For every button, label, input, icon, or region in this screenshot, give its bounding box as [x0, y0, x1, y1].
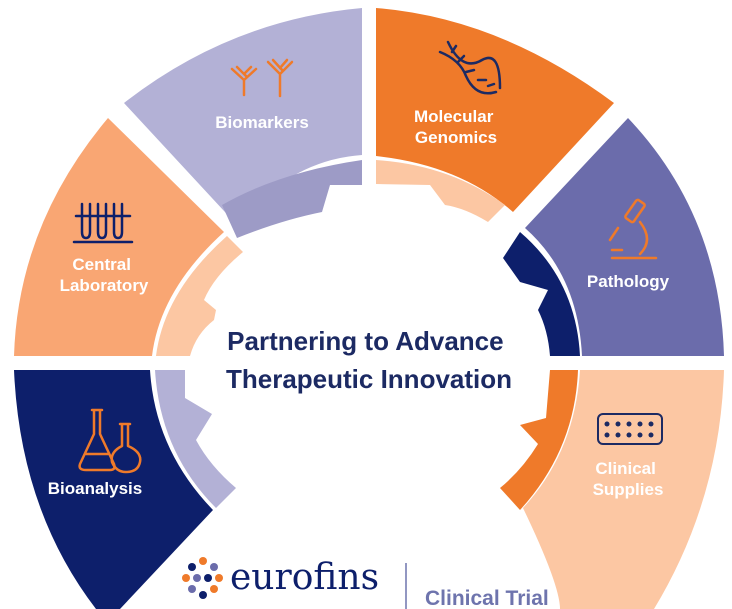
segment-label: Central Laboratory [60, 255, 149, 295]
segment-molecular-genomics-band [376, 8, 614, 212]
segment-central-laboratory: Central Laboratory [14, 118, 243, 356]
segment-central-laboratory-inner [156, 236, 243, 356]
segment-label: Pathology [587, 272, 670, 291]
flasks-icon [78, 408, 142, 474]
brand-name: eurofins [230, 557, 379, 598]
segment-label: Molecular Genomics [414, 107, 498, 147]
segment-label: Clinical Supplies [593, 459, 664, 499]
segment-label-line: Laboratory [60, 276, 149, 295]
antibody-icon [230, 58, 294, 98]
segment-label: Biomarkers [215, 113, 309, 132]
dna-icon [438, 40, 502, 95]
eurofins-dots-logo [182, 557, 223, 599]
test-tubes-icon [72, 202, 134, 244]
segment-label: Bioanalysis [48, 479, 143, 498]
segment-pathology-band [525, 118, 724, 356]
center-title-line-1: Partnering to Advance [227, 326, 503, 356]
segment-label-line: Genomics [415, 128, 497, 147]
segment-biomarkers-band [124, 8, 362, 225]
segment-bioanalysis-inner [155, 370, 236, 508]
pill-blister-icon [597, 413, 663, 445]
segment-clinical-supplies-band [523, 370, 724, 609]
segment-pathology-inner [503, 232, 580, 356]
center-title-line-2: Therapeutic Innovation [226, 364, 512, 394]
microscope-icon [608, 198, 658, 260]
segment-molecular-genomics: Molecular Genomics [376, 8, 614, 222]
segment-bioanalysis-band [14, 370, 213, 609]
segment-biomarkers-inner [222, 160, 362, 238]
segment-biomarkers: Biomarkers [124, 8, 362, 238]
center-title: Partnering to Advance Therapeutic Innova… [226, 326, 512, 394]
segment-label-line: Supplies [593, 480, 664, 499]
segment-label-line: Pathology [587, 272, 670, 291]
segment-label-line: Clinical [595, 459, 655, 478]
segment-clinical-supplies-inner [500, 370, 578, 510]
brand-sub: Clinical Trial [425, 587, 549, 609]
segment-label-line: Molecular [414, 107, 494, 126]
segment-label-line: Central [72, 255, 131, 274]
segment-molecular-genomics-inner [376, 160, 505, 222]
segment-label-line: Biomarkers [215, 113, 309, 132]
segment-clinical-supplies: Clinical Supplies [500, 370, 724, 609]
segment-label-line: Bioanalysis [48, 479, 143, 498]
segment-bioanalysis: Bioanalysis [14, 370, 236, 609]
segment-pathology: Pathology [503, 118, 724, 356]
